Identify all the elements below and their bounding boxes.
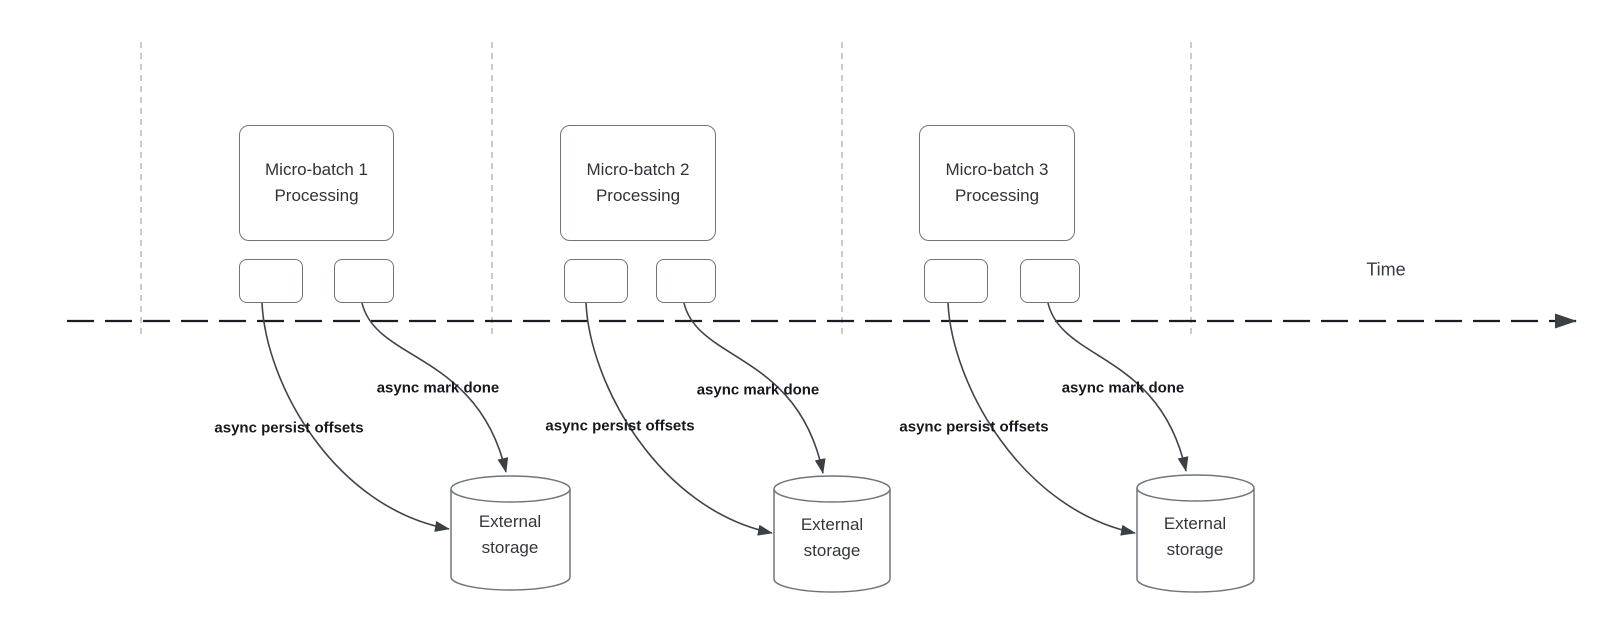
mark-done-label-1: async mark done [376, 379, 500, 397]
mark-done-arrow-3 [1047, 302, 1189, 472]
done-task-box-3 [1020, 259, 1080, 303]
external-storage-label-3: External storage [1164, 511, 1226, 563]
offset-task-box-2 [564, 259, 628, 303]
external-storage-label-1-line1: External [478, 512, 542, 531]
micro-batch-1-processing-label: Micro-batch 1 Processing [265, 157, 368, 209]
persist-offsets-arrow-3 [947, 302, 1136, 536]
external-storage-label-1-line2: storage [481, 538, 539, 557]
mark-done-arrow-1 [361, 302, 509, 473]
external-storage-cylinder-2 [773, 475, 891, 593]
persist-offsets-label-2: async persist offsets [545, 417, 695, 435]
time-axis-label: Time [1366, 259, 1406, 280]
micro-batch-2-processing-label: Micro-batch 2 Processing [587, 157, 690, 209]
external-storage-label-3-line1: External [1163, 514, 1227, 533]
offset-task-box-3 [924, 259, 988, 303]
mark-done-label-2: async mark done [696, 381, 820, 399]
micro-batch-1-title-line1: Micro-batch 1 [265, 160, 368, 179]
persist-offsets-arrow-1 [261, 302, 450, 532]
micro-batch-3-processing-label: Micro-batch 3 Processing [946, 157, 1049, 209]
external-storage-label-2: External storage [801, 512, 863, 564]
offset-task-box-1 [239, 259, 303, 303]
mark-done-label-3: async mark done [1061, 379, 1185, 397]
external-storage-cylinder-3 [1136, 474, 1255, 593]
micro-batch-3-title-line1: Micro-batch 3 [945, 160, 1049, 179]
mark-done-arrow-2 [683, 302, 826, 474]
external-storage-label-2-line1: External [800, 515, 864, 534]
external-storage-cylinder-1 [450, 475, 571, 591]
micro-batch-3-title-line2: Processing [954, 186, 1040, 205]
micro-batch-2-processing-box: Micro-batch 2 Processing [560, 125, 716, 241]
external-storage-label-2-line2: storage [803, 541, 861, 560]
persist-offsets-label-1: async persist offsets [214, 419, 364, 437]
done-task-box-1 [334, 259, 394, 303]
micro-batch-1-title-line2: Processing [274, 186, 359, 205]
micro-batch-3-processing-box: Micro-batch 3 Processing [919, 125, 1075, 241]
external-storage-label-1: External storage [479, 509, 541, 561]
micro-batch-2-title-line2: Processing [595, 186, 681, 205]
done-task-box-2 [656, 259, 716, 303]
external-storage-label-3-line2: storage [1166, 540, 1224, 559]
persist-offsets-label-3: async persist offsets [899, 418, 1049, 436]
micro-batch-1-processing-box: Micro-batch 1 Processing [239, 125, 394, 241]
micro-batch-2-title-line1: Micro-batch 2 [586, 160, 690, 179]
persist-offsets-arrow-2 [585, 302, 773, 536]
